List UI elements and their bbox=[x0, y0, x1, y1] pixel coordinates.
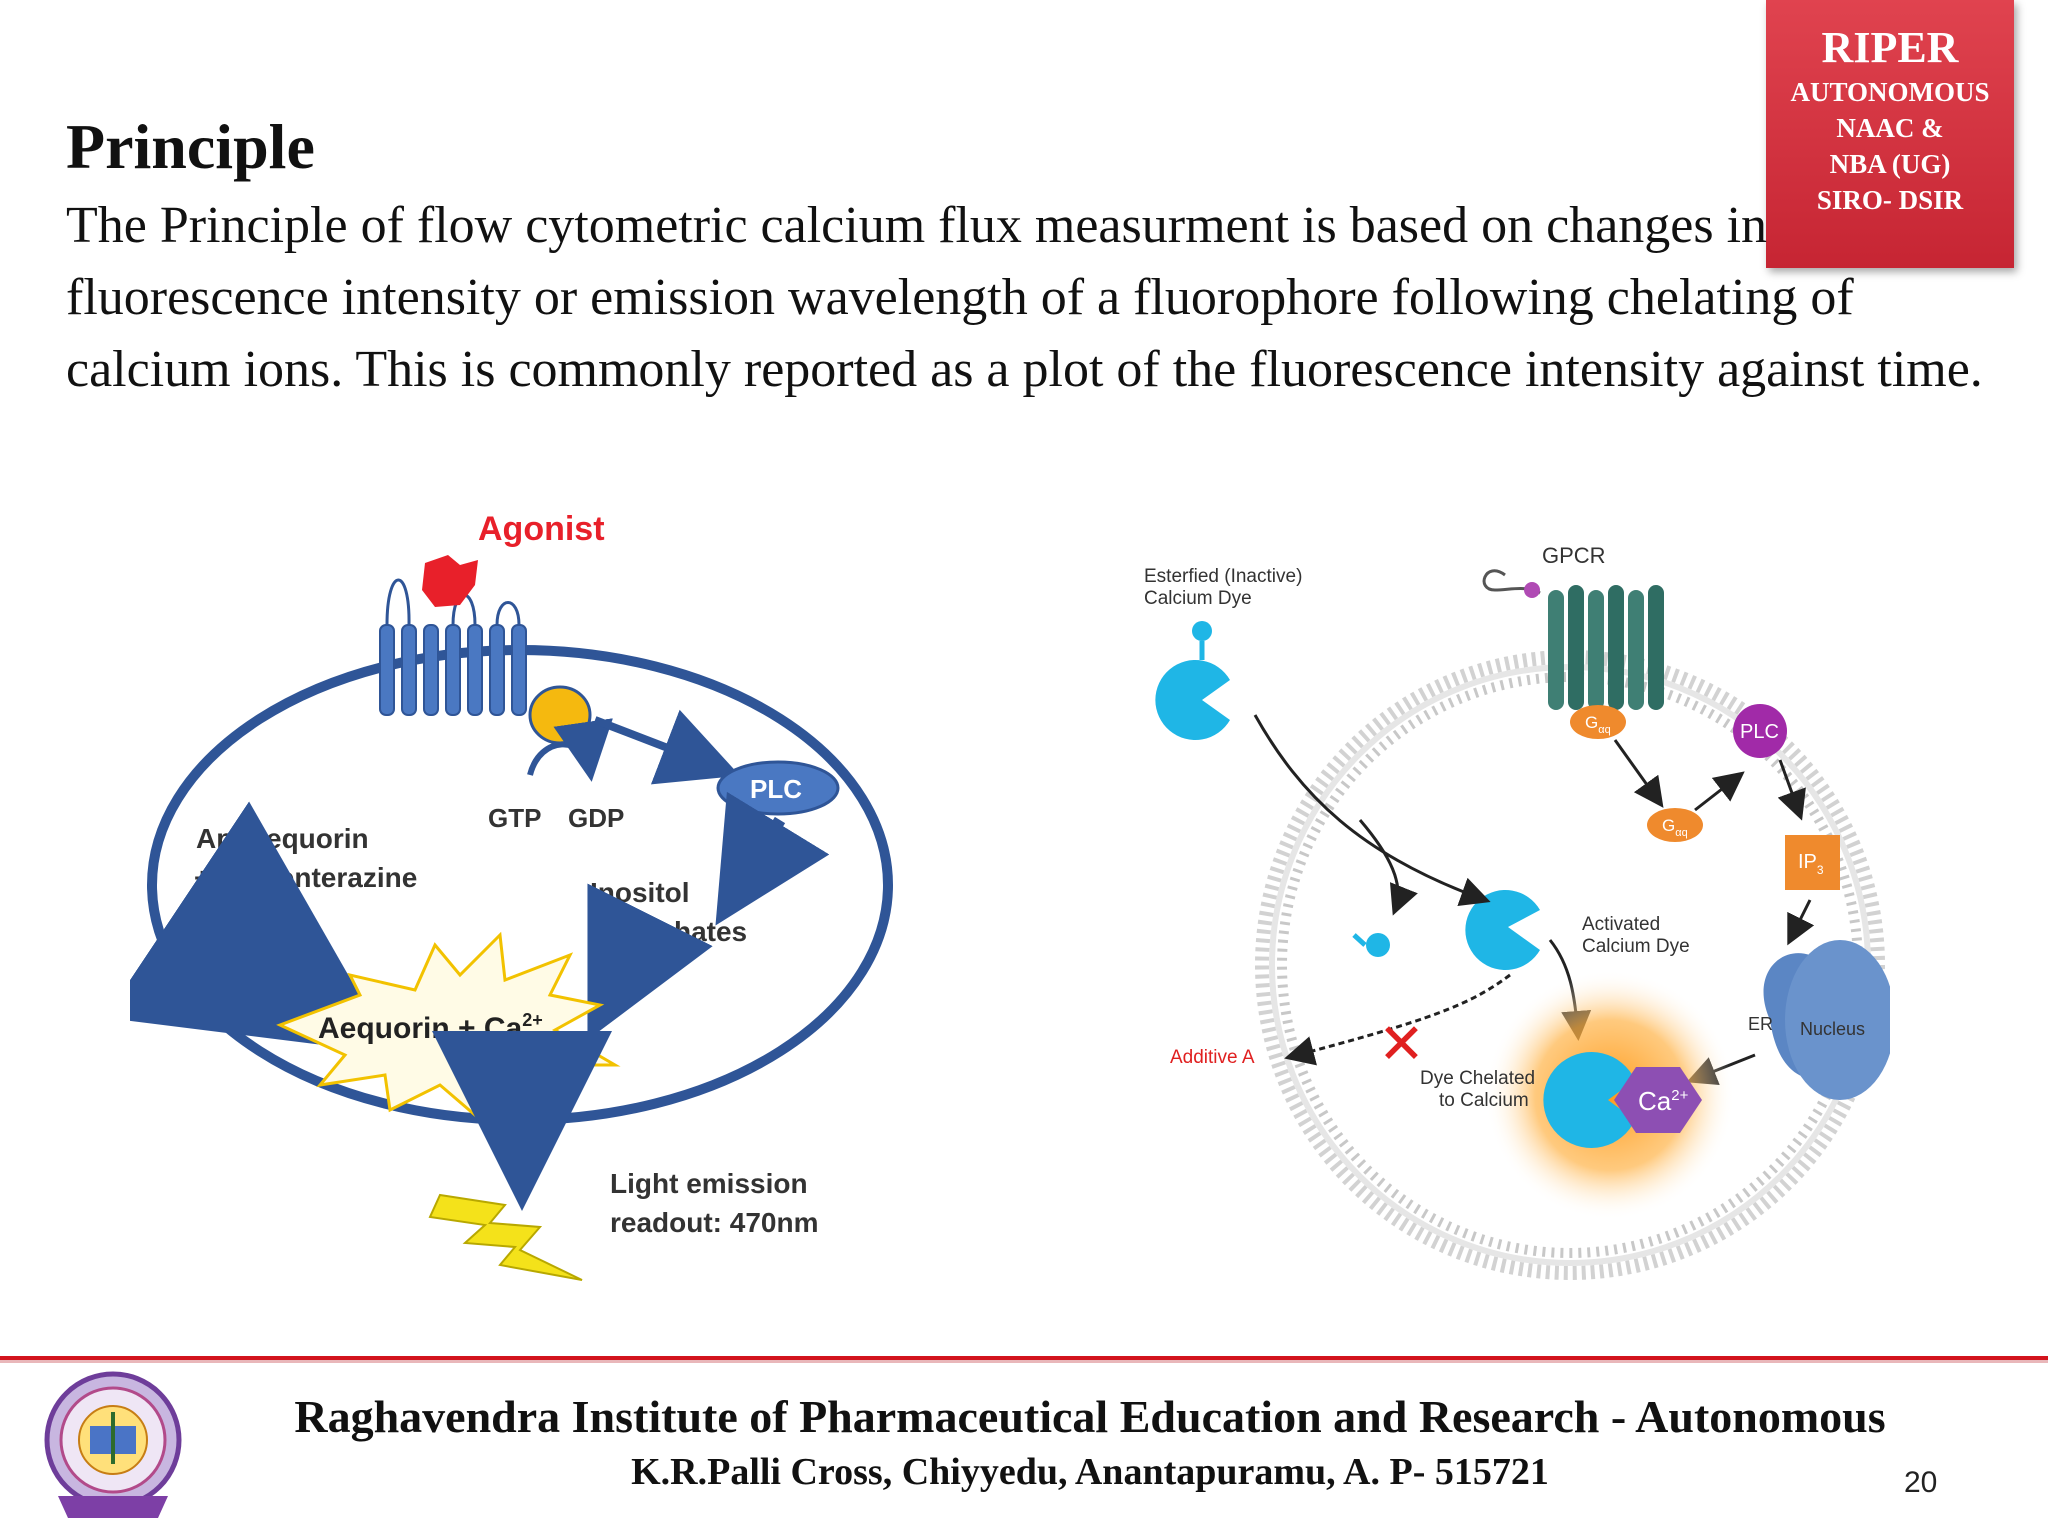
slide-body-text: The Principle of flow cytometric calcium… bbox=[66, 197, 1983, 398]
apoaequorin-label: Apoaequorin bbox=[196, 823, 369, 854]
coelenterazine-label: + Coelenterazine bbox=[194, 862, 417, 893]
light-readout-label: readout: 470nm bbox=[610, 1207, 819, 1238]
ip3-node bbox=[1785, 835, 1840, 890]
activated-label-2: Calcium Dye bbox=[1582, 936, 1690, 957]
activated-dye-icon bbox=[1465, 890, 1540, 970]
badge-line-3: NAAC & bbox=[1836, 113, 1944, 143]
agonist-label: Agonist bbox=[478, 510, 605, 548]
calcium-ion bbox=[1614, 1067, 1702, 1133]
svg-text:IP3: IP3 bbox=[1798, 851, 1824, 877]
activated-label-1: Activated bbox=[1582, 914, 1660, 935]
gpcr-receptor bbox=[379, 578, 527, 716]
plc-label-right: PLC bbox=[1740, 721, 1779, 743]
g-protein bbox=[528, 685, 592, 745]
svg-text:Ca2+: Ca2+ bbox=[1638, 1086, 1689, 1116]
lightning-icon bbox=[428, 1193, 583, 1281]
gpcr-helices bbox=[1548, 585, 1664, 710]
plc-node-right bbox=[1733, 704, 1787, 758]
nucleus-shape bbox=[1785, 940, 1890, 1100]
svg-text:Gαq: Gαq bbox=[1585, 713, 1611, 736]
aequorin-ca-label: Aequorin + Ca2+ bbox=[318, 1010, 543, 1045]
inositol-label: Inositol bbox=[590, 877, 690, 908]
inactive-dye-icon bbox=[1155, 660, 1230, 740]
additive-a-label: Additive A bbox=[1170, 1047, 1255, 1068]
phosphates-label: phosphates bbox=[590, 916, 747, 947]
slide-title: Principle bbox=[66, 111, 315, 182]
esterified-label-2: Calcium Dye bbox=[1144, 588, 1252, 609]
riper-badge: RIPER AUTONOMOUS NAAC & NBA (UG) SIRO- D… bbox=[1766, 0, 2014, 268]
nucleus-label: Nucleus bbox=[1800, 1019, 1865, 1039]
badge-line-2: AUTONOMOUS bbox=[1790, 77, 1990, 107]
light-emission-label: Light emission bbox=[610, 1168, 808, 1199]
gpcr-label: GPCR bbox=[1542, 543, 1606, 568]
institute-address: K.R.Palli Cross, Chiyyedu, Anantapuramu,… bbox=[631, 1451, 1549, 1493]
svg-text:Gαq: Gαq bbox=[1662, 816, 1688, 839]
chelated-label-2: to Calcium bbox=[1439, 1090, 1529, 1111]
institute-name: Raghavendra Institute of Pharmaceutical … bbox=[294, 1391, 1886, 1442]
page-number: 20 bbox=[1904, 1466, 1938, 1499]
esterified-label-1: Esterfied (Inactive) bbox=[1144, 566, 1302, 587]
footer-divider-shadow bbox=[0, 1360, 2048, 1363]
footer-divider bbox=[0, 1356, 2048, 1360]
aequorin-pathway-diagram: Agonist GTP GDP PLC Apoaequorin + Coelen… bbox=[130, 510, 893, 1281]
er-label: ER bbox=[1748, 1014, 1773, 1034]
chelated-label-1: Dye Chelated bbox=[1420, 1068, 1535, 1089]
badge-line-5: SIRO- DSIR bbox=[1816, 185, 1964, 215]
agonist-shape bbox=[422, 555, 478, 607]
badge-line-1: RIPER bbox=[1821, 23, 1959, 72]
chelated-dye-icon bbox=[1543, 1052, 1635, 1148]
badge-line-4: NBA (UG) bbox=[1829, 149, 1951, 179]
calcium-dye-diagram: Esterfied (Inactive) Calcium Dye GPCR Gα… bbox=[1144, 543, 1890, 1280]
block-x-icon: ✕ bbox=[1378, 1012, 1425, 1075]
plc-label: PLC bbox=[750, 774, 802, 804]
institute-logo bbox=[44, 1371, 182, 1518]
g-alpha-membrane bbox=[1570, 705, 1626, 739]
gdp-label: GDP bbox=[568, 803, 624, 833]
gtp-label: GTP bbox=[488, 803, 541, 833]
g-alpha-cytosol bbox=[1647, 808, 1703, 842]
